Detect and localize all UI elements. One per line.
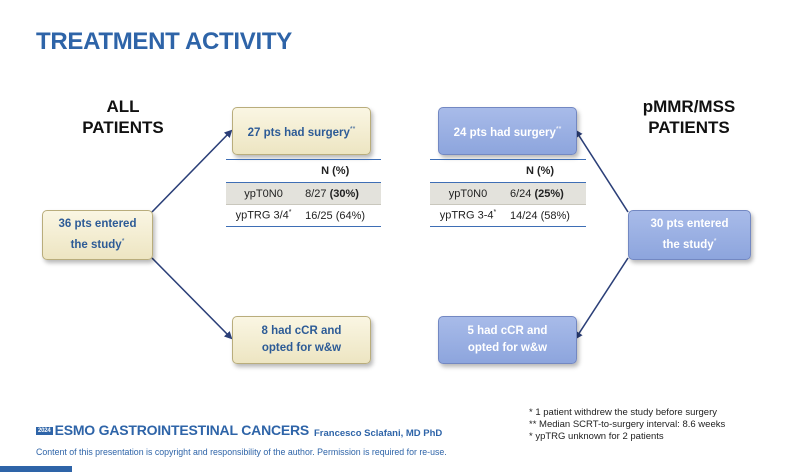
footnote: * ypTRG unknown for 2 patients: [529, 431, 664, 442]
left-entered-text: 36 pts entered the study*: [58, 218, 137, 251]
table-row: ypT0N0 6/24 (25%): [430, 182, 586, 205]
left-ccr-text: 8 had cCR and opted for w&w: [261, 325, 342, 354]
row-label: ypTRG 3-4*: [439, 209, 497, 222]
copyright-notice: Content of this presentation is copyrigh…: [36, 447, 447, 457]
left-surgery-box: 27 pts had surgery**: [232, 107, 371, 155]
left-col-header: N (%): [321, 165, 350, 177]
right-results-table: N (%) ypT0N0 6/24 (25%) ypTRG 3-4* 14/24…: [430, 159, 586, 227]
left-ccr-box: 8 had cCR and opted for w&w: [232, 316, 371, 364]
footnote: ** Median SCRT-to-surgery interval: 8.6 …: [529, 419, 726, 430]
left-surgery-text: 27 pts had surgery**: [247, 125, 356, 139]
bottom-accent-bar: [0, 466, 72, 472]
table-row: ypT0N0 8/27 (30%): [226, 182, 381, 205]
left-heading: ALL PATIENTS: [82, 97, 164, 137]
right-ccr-text: 5 had cCR and opted for w&w: [467, 325, 548, 354]
slide-title: TREATMENT ACTIVITY: [36, 28, 292, 55]
row-value: 16/25 (64%): [305, 209, 366, 222]
row-label: ypT0N0: [226, 182, 302, 205]
author-name: Francesco Sclafani, MD PhD: [314, 428, 443, 439]
arrow-right-to-ccr: [574, 257, 629, 340]
right-surgery-box: 24 pts had surgery**: [438, 107, 577, 155]
right-entered-box: 30 pts entered the study*: [628, 210, 751, 260]
arrow-left-to-ccr: [151, 257, 233, 340]
row-value: 14/24 (58%): [509, 209, 570, 222]
right-surgery-text: 24 pts had surgery**: [453, 125, 562, 139]
footnotes: * 1 patient withdrew the study before su…: [529, 407, 725, 443]
table-row: ypTRG 3/4* 16/25 (64%): [226, 205, 381, 227]
right-entered-text: 30 pts entered the study*: [650, 218, 729, 251]
arrow-right-to-surgery: [574, 129, 629, 213]
row-label: ypT0N0: [430, 182, 506, 205]
right-col-header: N (%): [525, 165, 555, 177]
table-row: ypTRG 3-4* 14/24 (58%): [430, 205, 586, 227]
right-heading: pMMR/MSS PATIENTS: [642, 97, 736, 137]
right-ccr-box: 5 had cCR and opted for w&w: [438, 316, 577, 364]
arrow-left-to-surgery: [151, 129, 233, 213]
row-label: ypTRG 3/4*: [235, 209, 292, 222]
logo-year: 2024: [36, 427, 53, 436]
row-value: 6/24 (25%): [505, 182, 586, 205]
left-entered-box: 36 pts entered the study*: [42, 210, 153, 260]
footnote: * 1 patient withdrew the study before su…: [529, 407, 717, 418]
row-value: 8/27 (30%): [301, 182, 381, 205]
left-results-table: N (%) ypT0N0 8/27 (30%) ypTRG 3/4* 16/25…: [226, 159, 381, 227]
